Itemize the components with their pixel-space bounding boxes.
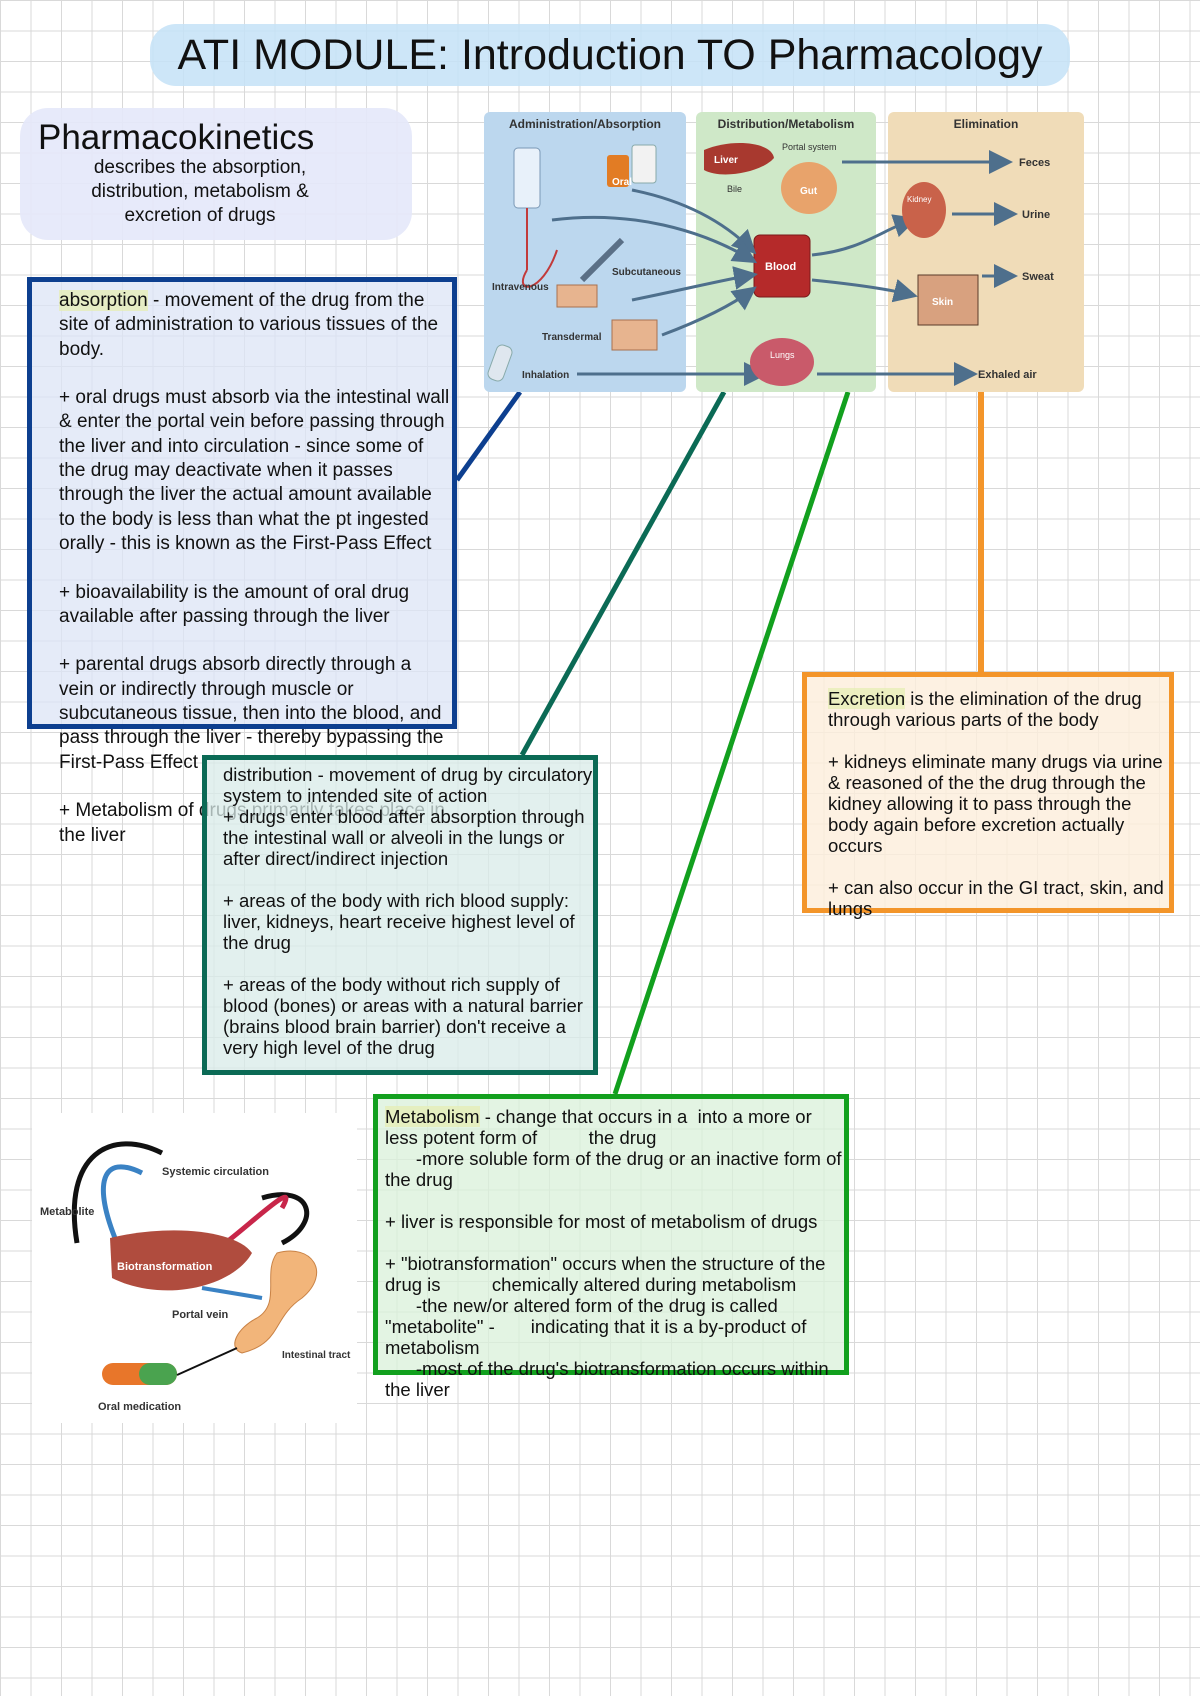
absorption-term: absorption: [59, 290, 148, 311]
label-oral-medication: Oral medication: [98, 1401, 181, 1413]
label-intestinal-tract: Intestinal tract: [282, 1350, 351, 1361]
label-systemic-circulation: Systemic circulation: [162, 1166, 269, 1178]
label-intravenous: Intravenous: [492, 282, 549, 293]
panel-title-elimination: Elimination: [954, 117, 1019, 131]
liver-icon: [704, 143, 774, 175]
liver-organ-icon: [110, 1230, 252, 1291]
pharmacokinetics-figure: Administration/Absorption Distribution/M…: [484, 112, 1084, 392]
intestine-icon: [234, 1250, 318, 1354]
metabolism-box: [373, 1094, 849, 1375]
label-transdermal: Transdermal: [542, 332, 602, 343]
oral-pills-icon: [607, 144, 657, 187]
label-kidney: Kidney: [907, 195, 931, 204]
label-oral: Oral: [612, 177, 632, 188]
page-title: ATI MODULE: Introduction TO Pharmacology: [150, 24, 1070, 86]
metabolism-text: - change that occurs in a into a more or…: [385, 1106, 842, 1400]
label-feces: Feces: [1019, 157, 1050, 169]
label-sweat: Sweat: [1022, 271, 1054, 283]
panel-title-absorption: Administration/Absorption: [509, 117, 661, 131]
panel-title-distribution: Distribution/Metabolism: [718, 117, 855, 131]
label-inhalation: Inhalation: [522, 370, 569, 381]
label-subcutaneous: Subcutaneous: [612, 267, 681, 278]
pharmacokinetics-description: describes the absorption, distribution, …: [91, 157, 309, 226]
distribution-connector: [519, 390, 727, 757]
absorption-connector: [454, 390, 523, 482]
inhaler-icon: [487, 344, 513, 382]
label-liver: Liver: [714, 155, 738, 166]
label-biotransformation: Biotransformation: [117, 1261, 213, 1273]
syringe-icon: [579, 237, 625, 283]
metabolism-term: Metabolism: [385, 1106, 480, 1127]
distribution-box: [202, 755, 598, 1075]
metabolism-note: Metabolism - change that occurs in a int…: [385, 1106, 847, 1400]
transdermal-patch-icon: [611, 319, 658, 351]
excretion-text: is the elimination of the drug through v…: [828, 688, 1164, 919]
label-skin: Skin: [932, 297, 953, 308]
label-blood: Blood: [765, 261, 796, 273]
pharmacokinetics-highlight: [20, 108, 412, 240]
kidney-icon: [902, 182, 946, 238]
blood-beaker-icon: [753, 234, 811, 298]
label-portal-system: Portal system: [782, 142, 837, 152]
excretion-note: Excretion is the elimination of the drug…: [828, 688, 1173, 919]
absorption-box: [27, 277, 457, 729]
pharmacokinetics-heading: Pharmacokinetics: [38, 118, 315, 157]
label-exhaled-air: Exhaled air: [978, 369, 1037, 381]
excretion-term: Excretion: [828, 688, 906, 709]
label-bile: Bile: [727, 184, 742, 194]
first-pass-figure: Systemic circulation Metabolite Biotrans…: [32, 1113, 357, 1423]
iv-bag-icon: [513, 147, 558, 288]
label-lungs: Lungs: [770, 350, 795, 360]
label-gut: Gut: [800, 186, 818, 197]
lungs-icon: [750, 338, 814, 386]
excretion-box: [802, 672, 1174, 913]
skin-block-icon: [917, 274, 979, 326]
skin-sample-icon: [556, 284, 598, 308]
systemic-arrow-dark: [71, 1141, 164, 1244]
gut-icon: [781, 162, 837, 214]
label-metabolite: Metabolite: [40, 1206, 94, 1218]
distribution-note: distribution - movement of drug by circu…: [223, 764, 593, 1058]
label-urine: Urine: [1022, 209, 1050, 221]
elimination-panel: [888, 112, 1084, 392]
label-portal-vein: Portal vein: [172, 1309, 229, 1321]
